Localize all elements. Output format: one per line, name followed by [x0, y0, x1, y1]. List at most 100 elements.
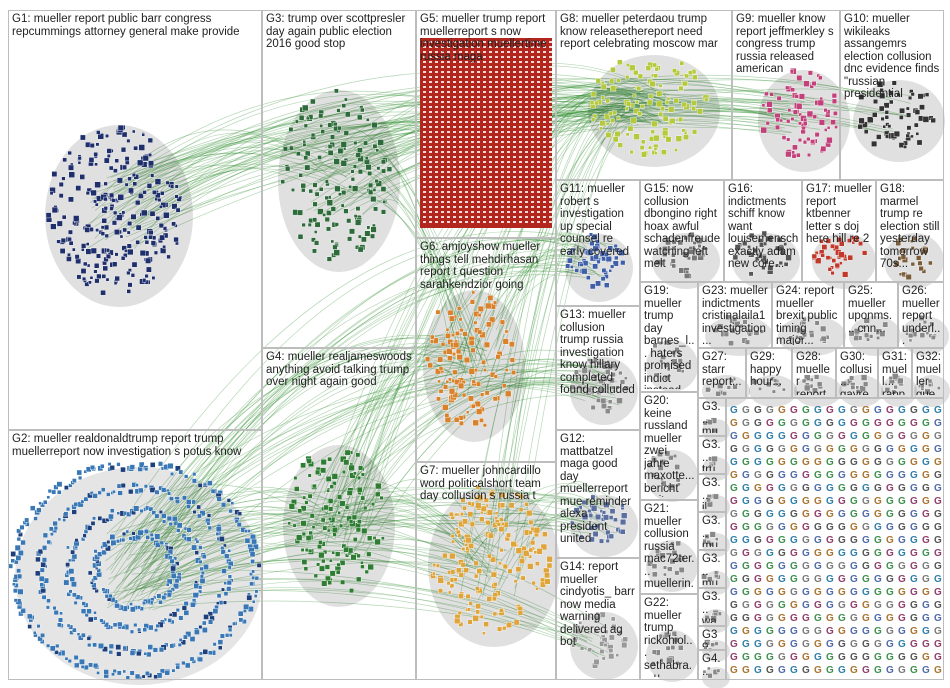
node: [133, 145, 138, 151]
node: [219, 633, 225, 639]
node: [136, 650, 142, 657]
edge: [124, 545, 491, 591]
edge: [115, 509, 341, 589]
node: [174, 184, 179, 189]
node: [17, 573, 23, 579]
node: [175, 207, 181, 213]
node: [116, 177, 123, 184]
edge: [160, 266, 578, 555]
group-box-g20: G20: keine russland mueller zwei jahre m…: [640, 392, 698, 500]
node: [116, 670, 122, 676]
node: [175, 664, 180, 670]
node: [96, 671, 100, 675]
node: [144, 239, 150, 245]
node: [58, 617, 64, 623]
node: [199, 651, 203, 656]
node: [62, 157, 67, 163]
node: [189, 636, 196, 642]
node: [113, 281, 118, 285]
node: [169, 643, 175, 649]
edge: [112, 513, 619, 597]
node: [90, 189, 97, 196]
edge: [323, 98, 789, 213]
node: [59, 248, 66, 254]
edge: [476, 261, 607, 336]
node: [58, 193, 64, 199]
edge: [95, 92, 638, 202]
edge: [345, 358, 605, 543]
edge: [477, 114, 655, 588]
node: [16, 537, 21, 542]
edge: [127, 82, 645, 199]
edge: [134, 101, 635, 224]
node: [81, 247, 85, 252]
node: [71, 509, 77, 515]
node: [93, 151, 98, 157]
node: [68, 240, 74, 246]
node: [171, 203, 178, 210]
edge: [157, 502, 597, 571]
node: [129, 464, 135, 470]
group-box-g31: G31: muell... rapp...: [878, 348, 912, 398]
node: [170, 472, 174, 476]
node: [158, 647, 165, 653]
node: [69, 630, 74, 635]
edge: [123, 513, 333, 599]
node: [68, 164, 74, 171]
node: [93, 199, 98, 204]
group-label: G3... wa...: [702, 591, 721, 623]
edge: [354, 367, 473, 522]
node: [237, 610, 244, 617]
node: [143, 652, 148, 656]
node: [160, 202, 167, 208]
node: [124, 182, 129, 187]
node: [116, 214, 123, 221]
edge: [313, 79, 891, 212]
node: [36, 624, 41, 629]
node: [148, 160, 154, 167]
node: [106, 148, 112, 154]
edge: [498, 233, 597, 322]
node: [62, 518, 66, 522]
node: [50, 223, 57, 230]
node: [124, 156, 130, 162]
node: [57, 622, 62, 628]
group-label: G17: mueller report ktbenner letter s do…: [806, 183, 872, 245]
edge: [141, 521, 508, 593]
node: [249, 581, 254, 587]
edge: [137, 558, 505, 587]
node: [148, 229, 154, 235]
node: [73, 655, 79, 660]
node: [92, 642, 97, 648]
node: [53, 484, 59, 490]
node: [216, 593, 222, 599]
node: [38, 575, 45, 582]
edge: [313, 154, 482, 350]
node: [126, 270, 131, 276]
node: [155, 216, 161, 221]
edge: [490, 513, 610, 601]
edge: [491, 492, 603, 551]
edge: [463, 102, 658, 569]
edge: [352, 349, 617, 484]
edge: [119, 164, 318, 195]
node: [134, 673, 141, 680]
node: [121, 131, 128, 138]
node: [73, 215, 80, 222]
node: [197, 656, 203, 663]
edge: [122, 590, 606, 657]
edge: [139, 337, 456, 550]
group-box-g26: G26: mueller report underl...: [898, 282, 944, 348]
node: [217, 645, 223, 650]
node: [167, 463, 174, 469]
node: [85, 191, 90, 196]
edge: [361, 148, 464, 362]
node: [82, 276, 87, 281]
node: [249, 572, 253, 577]
node: [108, 643, 115, 649]
group-box-gsmall: [726, 398, 944, 680]
node: [152, 189, 157, 195]
edge: [482, 118, 662, 598]
edge: [341, 119, 792, 174]
group-box-g15: G15: now collusion dbongino right hoax a…: [640, 180, 724, 282]
